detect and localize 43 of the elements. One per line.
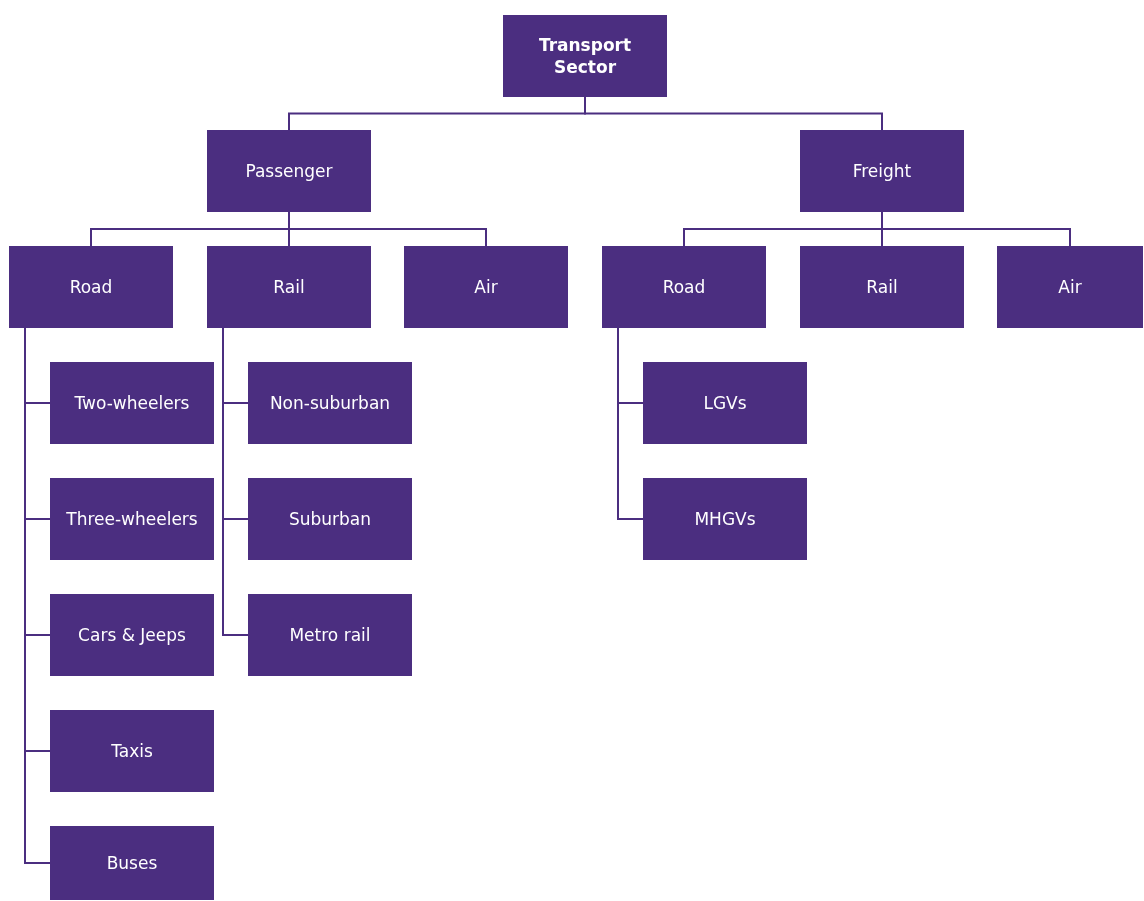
category-box <box>643 362 807 444</box>
category-box <box>800 130 964 212</box>
category-label: Road <box>69 275 113 299</box>
category-label: Two-wheelers <box>74 391 190 415</box>
category-box <box>800 246 964 328</box>
category-label: Three-wheelers <box>66 507 198 531</box>
category-label: Road <box>662 275 706 299</box>
category-box <box>248 594 412 676</box>
category-box <box>9 246 173 328</box>
category-label: Passenger <box>245 159 333 183</box>
category-box <box>207 246 371 328</box>
category-box <box>50 478 214 560</box>
connector-line <box>584 96 883 131</box>
connector-line <box>288 211 487 247</box>
category-box <box>643 478 807 560</box>
category-label: Buses <box>106 851 158 875</box>
category-box <box>50 594 214 676</box>
category-label: Air <box>474 275 498 299</box>
connector-line <box>222 327 249 636</box>
category-label: Cars & Jeeps <box>78 623 186 647</box>
category-label: Rail <box>273 275 305 299</box>
category-box <box>207 130 371 212</box>
category-box <box>50 710 214 792</box>
category-label: Non-suburban <box>269 391 391 415</box>
category-label: Metro rail <box>289 623 371 647</box>
category-label: Freight <box>852 159 912 183</box>
category-label: Rail <box>866 275 898 299</box>
category-label: MHGVs <box>694 507 756 531</box>
category-box <box>503 15 667 97</box>
category-box <box>248 478 412 560</box>
category-box <box>404 246 568 328</box>
category-label: Transport Sector <box>537 33 633 79</box>
connector-line <box>617 327 644 520</box>
category-label: LGVs <box>703 391 747 415</box>
connector-line <box>881 211 1071 247</box>
category-label: Taxis <box>111 739 153 763</box>
category-label: Suburban <box>288 507 372 531</box>
category-box <box>50 362 214 444</box>
category-box <box>602 246 766 328</box>
category-box <box>50 826 214 900</box>
category-box <box>248 362 412 444</box>
category-label: Air <box>1058 275 1082 299</box>
category-box <box>997 246 1143 328</box>
